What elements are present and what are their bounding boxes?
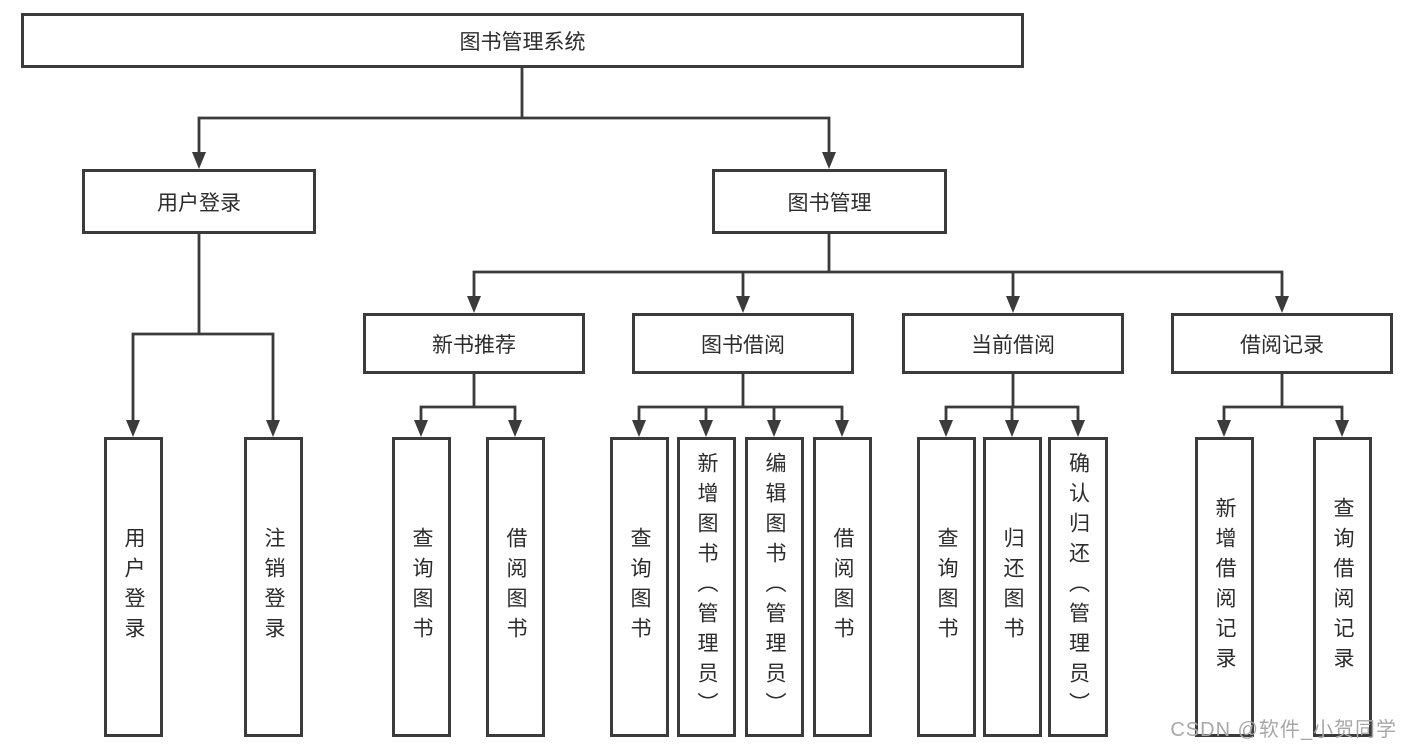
node-label: 编辑图书（管理员） bbox=[763, 452, 786, 722]
leaf-logout: 注销登录 bbox=[244, 437, 303, 737]
leaf-edit-books-admin: 编辑图书（管理员） bbox=[745, 437, 804, 737]
node-book-borrow: 图书借阅 bbox=[632, 313, 854, 374]
node-label: 新书推荐 bbox=[432, 333, 516, 357]
leaf-query-borrow-record: 查询借阅记录 bbox=[1313, 437, 1372, 737]
node-label: 新增借阅记录 bbox=[1213, 497, 1236, 677]
csdn-watermark: CSDN @软件_小贺同学 bbox=[1170, 719, 1397, 741]
node-label: 确认归还（管理员） bbox=[1066, 452, 1090, 722]
node-user-login: 用户登录 bbox=[82, 169, 316, 234]
node-label: 查询图书 bbox=[935, 527, 958, 647]
node-label: 查询借阅记录 bbox=[1331, 497, 1354, 677]
leaf-query-books-recommend: 查询图书 bbox=[392, 437, 451, 737]
node-new-book-recommend: 新书推荐 bbox=[363, 313, 585, 374]
leaf-add-borrow-record: 新增借阅记录 bbox=[1195, 437, 1254, 737]
node-label: 图书借阅 bbox=[701, 333, 785, 357]
leaf-borrow-books-recommend: 借阅图书 bbox=[486, 437, 545, 737]
leaf-add-books-admin: 新增图书（管理员） bbox=[677, 437, 736, 737]
node-label: 查询图书 bbox=[628, 527, 651, 647]
node-label: 当前借阅 bbox=[971, 333, 1055, 357]
leaf-query-books-borrow: 查询图书 bbox=[610, 437, 669, 737]
node-label: 归还图书 bbox=[1001, 527, 1024, 647]
node-borrow-record: 借阅记录 bbox=[1171, 313, 1393, 374]
node-label: 注销登录 bbox=[262, 527, 285, 647]
connector-book-borrow-branch bbox=[632, 372, 849, 437]
connector-current-borrow-branch bbox=[939, 372, 1085, 437]
connector-root-to-level2 bbox=[192, 66, 836, 169]
leaf-confirm-return-admin: 确认归还（管理员） bbox=[1048, 437, 1108, 737]
node-label: 借阅记录 bbox=[1240, 333, 1324, 357]
leaf-return-books: 归还图书 bbox=[983, 437, 1042, 737]
connector-user-login-branch bbox=[126, 232, 280, 437]
node-label: 图书管理 bbox=[787, 191, 872, 215]
connector-book-management-branch bbox=[467, 232, 1289, 313]
node-label: 新增图书（管理员） bbox=[695, 452, 718, 722]
node-label: 借阅图书 bbox=[504, 527, 527, 647]
node-root-system: 图书管理系统 bbox=[21, 13, 1024, 68]
leaf-user-login: 用户登录 bbox=[104, 437, 163, 737]
node-book-management: 图书管理 bbox=[712, 169, 947, 234]
node-label: 用户登录 bbox=[157, 191, 241, 215]
node-label: 借阅图书 bbox=[831, 527, 854, 647]
leaf-borrow-books: 借阅图书 bbox=[813, 437, 872, 737]
connector-new-book-branch bbox=[414, 372, 522, 437]
leaf-query-books-current: 查询图书 bbox=[917, 437, 976, 737]
connector-borrow-record-branch bbox=[1217, 372, 1349, 437]
node-label: 查询图书 bbox=[410, 527, 433, 647]
node-label: 图书管理系统 bbox=[459, 30, 586, 54]
node-label: 用户登录 bbox=[122, 527, 145, 647]
node-current-borrow: 当前借阅 bbox=[902, 313, 1124, 374]
